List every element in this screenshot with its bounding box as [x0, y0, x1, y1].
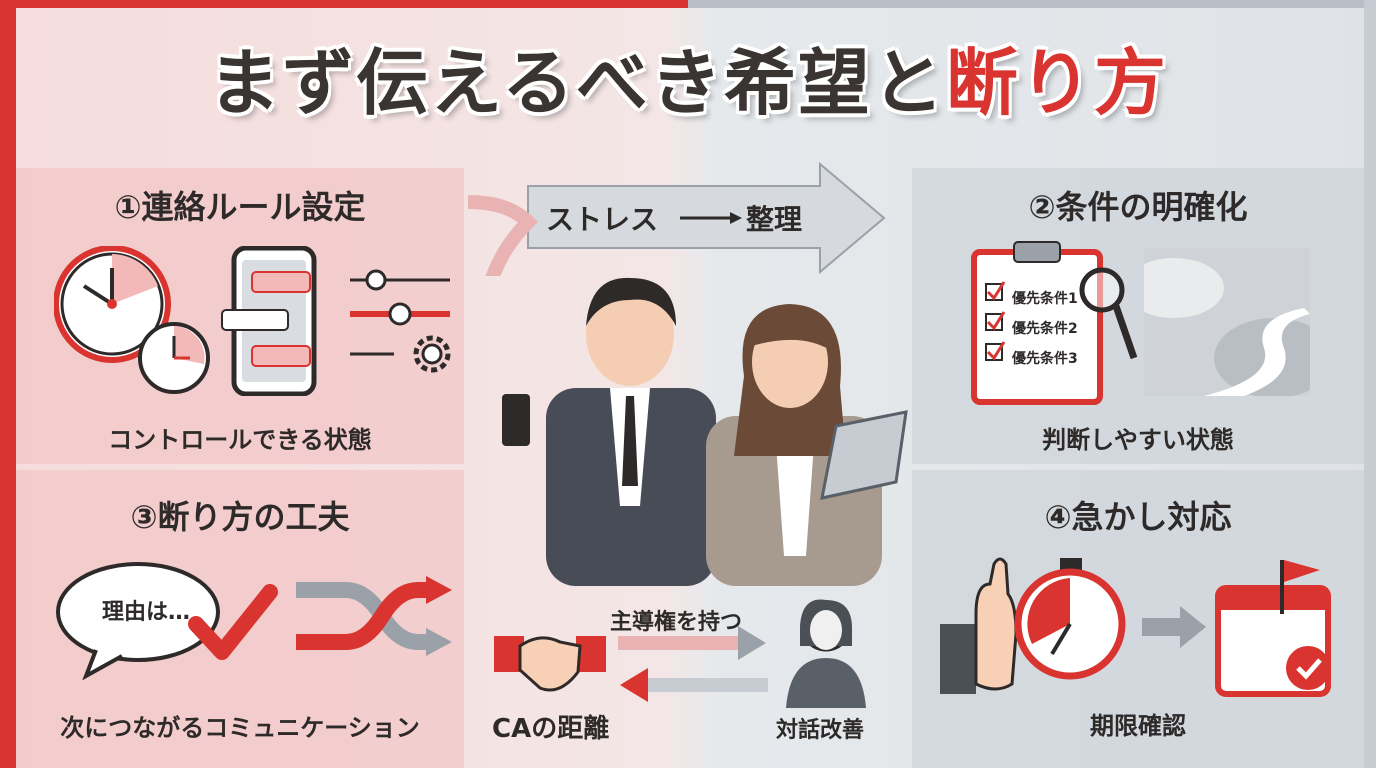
panel-heading: ④急かし対応 — [1044, 498, 1232, 536]
panel-heading: ③断り方の工夫 — [130, 498, 350, 536]
title-main: まず伝えるべき希望と — [208, 41, 946, 125]
panel-contact-rules: ①連絡ルール設定 — [16, 168, 464, 464]
dialog-improve-label: 対話改善 — [776, 718, 865, 743]
ca-distance-label: CAの距離 — [492, 714, 610, 744]
businessman-figure — [502, 277, 716, 586]
businesswoman-figure — [706, 304, 908, 586]
checklist: 優先条件1 優先条件2 優先条件3 — [1012, 284, 1078, 374]
bidirectional-arrows-icon — [618, 626, 768, 702]
magnifier-icon — [1079, 267, 1138, 360]
handshake-icon — [494, 636, 606, 692]
laptop-icon — [820, 410, 908, 500]
handshake-dialog-illustration — [494, 599, 866, 708]
panel-heading: ①連絡ルール設定 — [114, 188, 366, 226]
panel-caption: 次につながるコミュニケーション — [60, 714, 420, 742]
checklist-item: 優先条件2 — [1012, 321, 1078, 337]
checkbox-icon — [985, 281, 1006, 301]
arrow-to-label: 整理 — [746, 203, 803, 236]
top-accent-bar-red — [0, 0, 688, 8]
speech-bubble-text: 理由は… — [102, 600, 191, 625]
crossing-arrows-icon — [296, 576, 452, 656]
lead-label: 主導権を持つ — [610, 610, 743, 635]
speech-bubble-icon — [56, 562, 220, 680]
panel-caption: コントロールできる状態 — [108, 426, 372, 454]
checkbox-icon — [985, 311, 1006, 331]
checklist-item: 優先条件3 — [1012, 351, 1078, 367]
calendar-flag-icon — [1215, 560, 1331, 697]
checkmark-icon — [188, 584, 278, 660]
title-accent: 断り方 — [945, 41, 1168, 125]
stress-to-organize-arrow — [468, 162, 886, 276]
advisor-avatar-icon — [786, 599, 866, 708]
phone-notification-icon — [221, 246, 317, 396]
checklist-item: 優先条件1 — [1012, 291, 1078, 307]
panel-urgency-handling: ④急かし対応 期限確認 — [912, 470, 1364, 768]
clock-icon — [54, 246, 171, 363]
smartphone-icon — [502, 394, 530, 446]
right-accent-bar — [1364, 0, 1376, 768]
panel-caption: 判断しやすい状態 — [1042, 426, 1234, 454]
clipboard-illustration — [971, 241, 1103, 405]
business-people-illustration — [502, 277, 908, 586]
settings-sliders-icon — [350, 269, 450, 356]
panel-heading: ②条件の明確化 — [1028, 188, 1248, 226]
stop-hand-icon — [940, 557, 1018, 694]
speech-check-illustration — [56, 562, 452, 680]
clock-phone-sliders-illustration — [54, 246, 451, 396]
left-accent-bar — [0, 0, 16, 768]
stop-timer-calendar-illustration — [940, 557, 1331, 697]
panel-caption: 期限確認 — [1090, 712, 1186, 740]
stopwatch-icon — [1014, 558, 1126, 680]
small-clock-icon — [138, 322, 210, 394]
panel-decline-method: ③断り方の工夫 理由は… 次につながるコミュニケーション — [16, 470, 464, 768]
arrow-from-label: ストレス — [546, 203, 659, 236]
page-title: まず伝えるべき希望と断り方 — [0, 28, 1376, 138]
panel-condition-clarify: ②条件の明確化 優先条件1 優先条件2 優先条件3 判断しやすい状態 — [912, 168, 1364, 464]
clear-road-illustration — [1144, 248, 1310, 396]
gear-icon — [413, 335, 451, 373]
top-accent-bar-grey — [688, 0, 1376, 8]
right-arrow-icon — [1142, 606, 1206, 648]
checkbox-icon — [985, 341, 1006, 361]
